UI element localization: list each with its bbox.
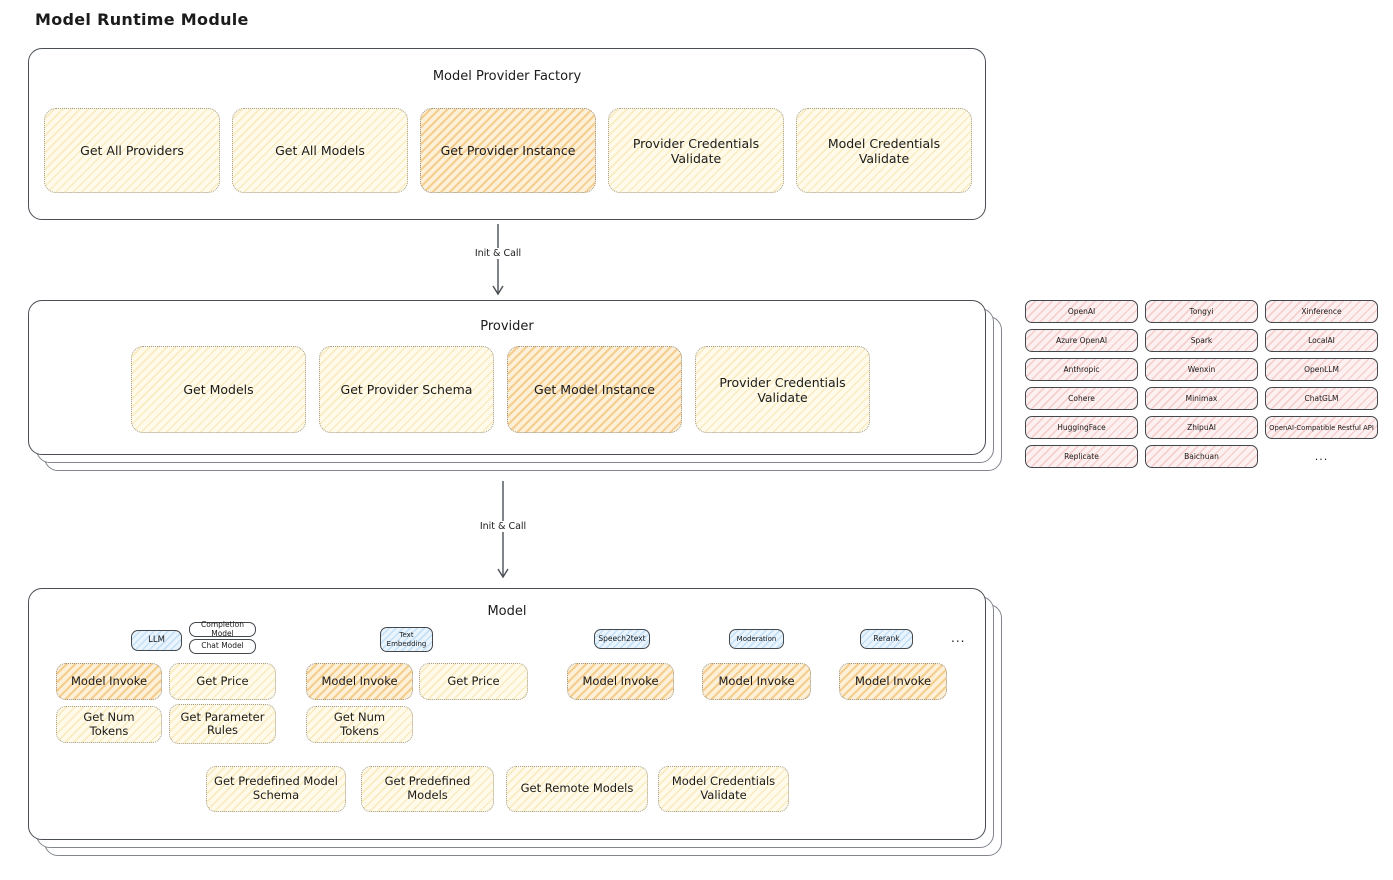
provider-chip-more: ... <box>1314 450 1329 463</box>
node-model-invoke-speech2text: Model Invoke <box>567 663 674 700</box>
provider-chip-anthropic: Anthropic <box>1025 358 1138 381</box>
provider-chip-replicate: Replicate <box>1025 445 1138 468</box>
node-get-price-llm: Get Price <box>169 663 276 700</box>
node-model-invoke-rerank: Model Invoke <box>839 663 947 700</box>
factory-row: Get All Providers Get All Models Get Pro… <box>44 108 972 193</box>
tag-rerank: Rerank <box>860 629 913 649</box>
arrow1-label: Init & Call <box>470 248 526 259</box>
provider-chip-tongyi: Tongyi <box>1145 300 1258 323</box>
tag-speech2text: Speech2text <box>594 629 650 649</box>
arrow2-label: Init & Call <box>475 521 531 532</box>
tag-chat-model: Chat Model <box>189 639 256 654</box>
provider-chip-minimax: Minimax <box>1145 387 1258 410</box>
factory-container: Model Provider Factory Get All Providers… <box>28 48 986 220</box>
node-model-invoke-moderation: Model Invoke <box>702 663 811 700</box>
provider-chip-openai: OpenAI <box>1025 300 1138 323</box>
node-get-all-models: Get All Models <box>232 108 408 193</box>
node-get-models: Get Models <box>131 346 306 433</box>
provider-chip-openllm: OpenLLM <box>1265 358 1378 381</box>
factory-title: Model Provider Factory <box>432 69 582 84</box>
node-get-predefined-model-schema: Get Predefined Model Schema <box>206 766 346 812</box>
provider-chip-grid: OpenAI Tongyi Xinference Azure OpenAI Sp… <box>1025 300 1378 468</box>
node-model-credentials-validate-2: Model Credentials Validate <box>658 766 789 812</box>
node-get-parameter-rules: Get Parameter Rules <box>169 704 276 744</box>
tag-moderation: Moderation <box>729 629 784 649</box>
provider-chip-baichuan: Baichuan <box>1145 445 1258 468</box>
node-get-predefined-models: Get Predefined Models <box>361 766 494 812</box>
node-get-provider-instance: Get Provider Instance <box>420 108 596 193</box>
provider-chip-openai-compatible: OpenAI-Compatible Restful API <box>1265 416 1378 439</box>
node-get-all-providers: Get All Providers <box>44 108 220 193</box>
provider-chip-xinference: Xinference <box>1265 300 1378 323</box>
model-container: Model LLM Completion Model Chat Model Te… <box>28 588 986 840</box>
provider-chip-spark: Spark <box>1145 329 1258 352</box>
tag-completion-model: Completion Model <box>189 620 256 637</box>
provider-chip-chatglm: ChatGLM <box>1265 387 1378 410</box>
model-title: Model <box>487 604 527 619</box>
node-get-num-tokens-llm: Get Num Tokens <box>56 706 162 743</box>
node-provider-credentials-validate: Provider Credentials Validate <box>608 108 784 193</box>
tag-llm: LLM <box>131 630 182 651</box>
node-get-remote-models: Get Remote Models <box>506 766 648 812</box>
provider-container: Provider Get Models Get Provider Schema … <box>28 300 986 455</box>
node-get-model-instance: Get Model Instance <box>507 346 682 433</box>
tag-text-embedding: Text Embedding <box>380 627 433 652</box>
provider-chip-cohere: Cohere <box>1025 387 1138 410</box>
node-get-num-tokens-embedding: Get Num Tokens <box>306 706 413 743</box>
node-model-invoke-llm: Model Invoke <box>56 663 162 700</box>
provider-chip-azure-openai: Azure OpenAI <box>1025 329 1138 352</box>
page-title: Model Runtime Module <box>35 10 249 29</box>
arrow-factory-to-provider <box>492 224 504 296</box>
provider-chip-localai: LocalAI <box>1265 329 1378 352</box>
node-model-invoke-embedding: Model Invoke <box>306 663 413 700</box>
node-get-provider-schema: Get Provider Schema <box>319 346 494 433</box>
provider-title: Provider <box>480 319 534 334</box>
provider-chip-wenxin: Wenxin <box>1145 358 1258 381</box>
node-provider-credentials-validate-2: Provider Credentials Validate <box>695 346 870 433</box>
provider-row: Get Models Get Provider Schema Get Model… <box>131 346 870 433</box>
node-model-credentials-validate: Model Credentials Validate <box>796 108 972 193</box>
provider-chip-zhipuai: ZhipuAI <box>1145 416 1258 439</box>
model-more-ellipsis: ... <box>951 631 966 645</box>
node-get-price-embedding: Get Price <box>419 663 528 700</box>
provider-chip-huggingface: HuggingFace <box>1025 416 1138 439</box>
